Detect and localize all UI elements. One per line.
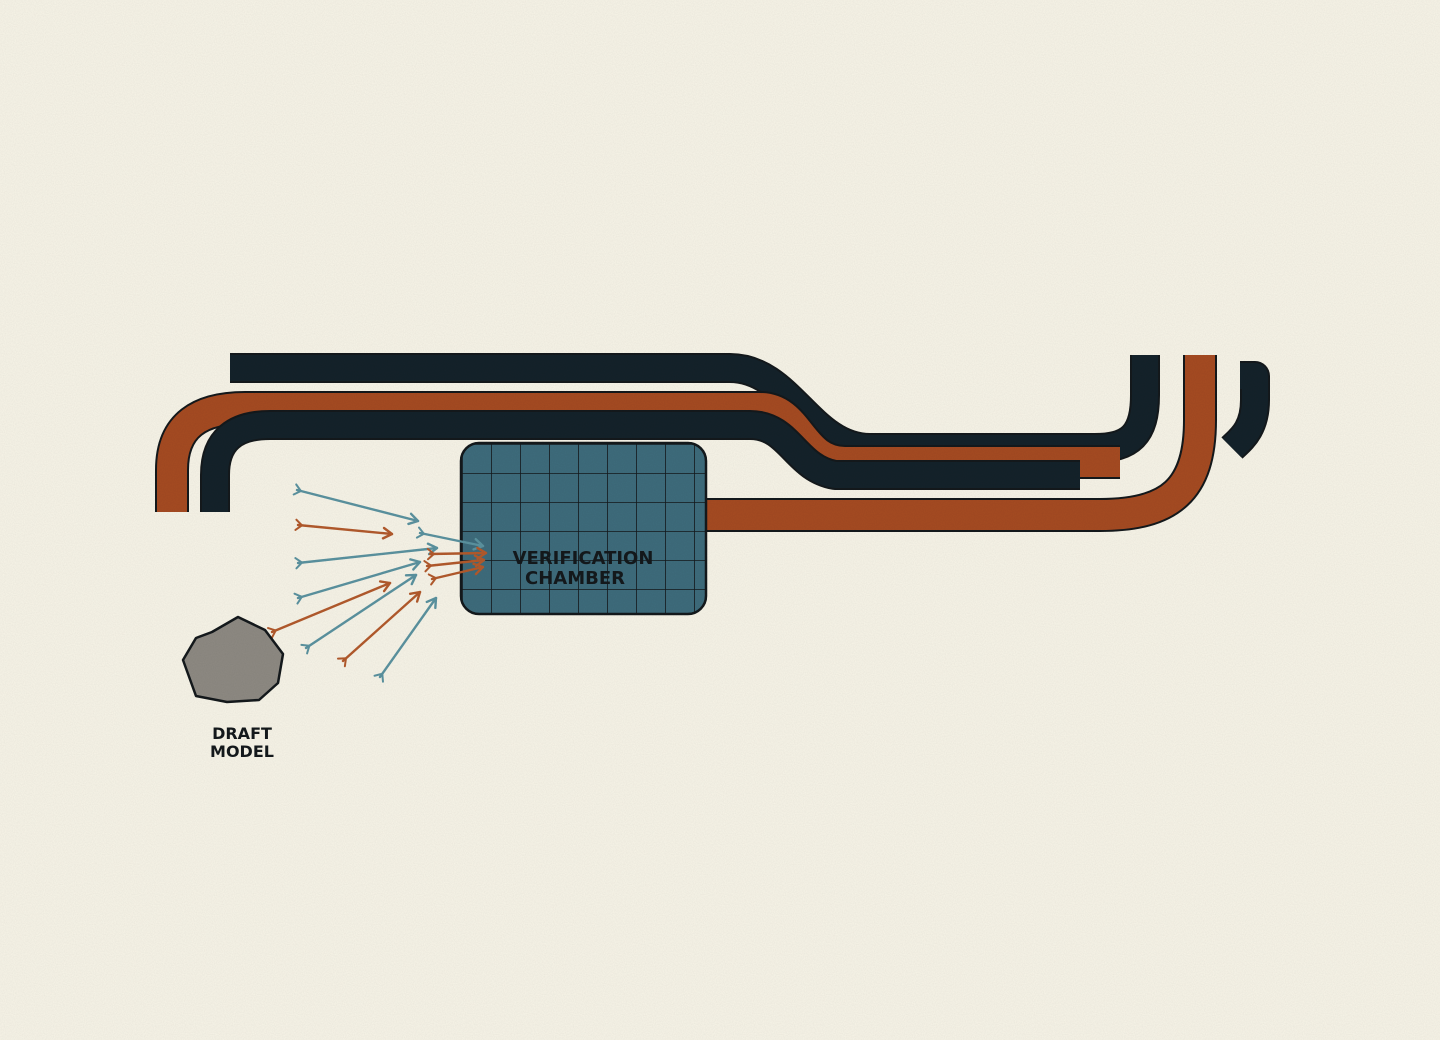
arrow-icon	[428, 551, 488, 556]
arrow-icon	[296, 560, 422, 600]
verification-chamber-label-line1: VERIFICATION	[513, 548, 654, 569]
arrow-icon	[296, 523, 394, 536]
draft-model: DRAFT MODEL	[181, 615, 285, 761]
verification-chamber-label-line2: CHAMBER	[525, 568, 625, 589]
draft-model-label-line1: DRAFT	[212, 724, 272, 743]
arrow-icon	[295, 488, 420, 523]
arrow-icon	[378, 596, 438, 679]
draft-model-label-line2: MODEL	[210, 742, 274, 761]
verification-chamber: VERIFICATION CHAMBER	[459, 441, 708, 616]
arrow-fletching-icon	[373, 672, 384, 683]
stone-polygon-icon	[181, 615, 285, 704]
arrow-icon	[341, 590, 422, 663]
token-arrows	[267, 483, 488, 683]
arrow-icon	[270, 581, 392, 634]
arrow-fletching-icon	[300, 643, 311, 655]
